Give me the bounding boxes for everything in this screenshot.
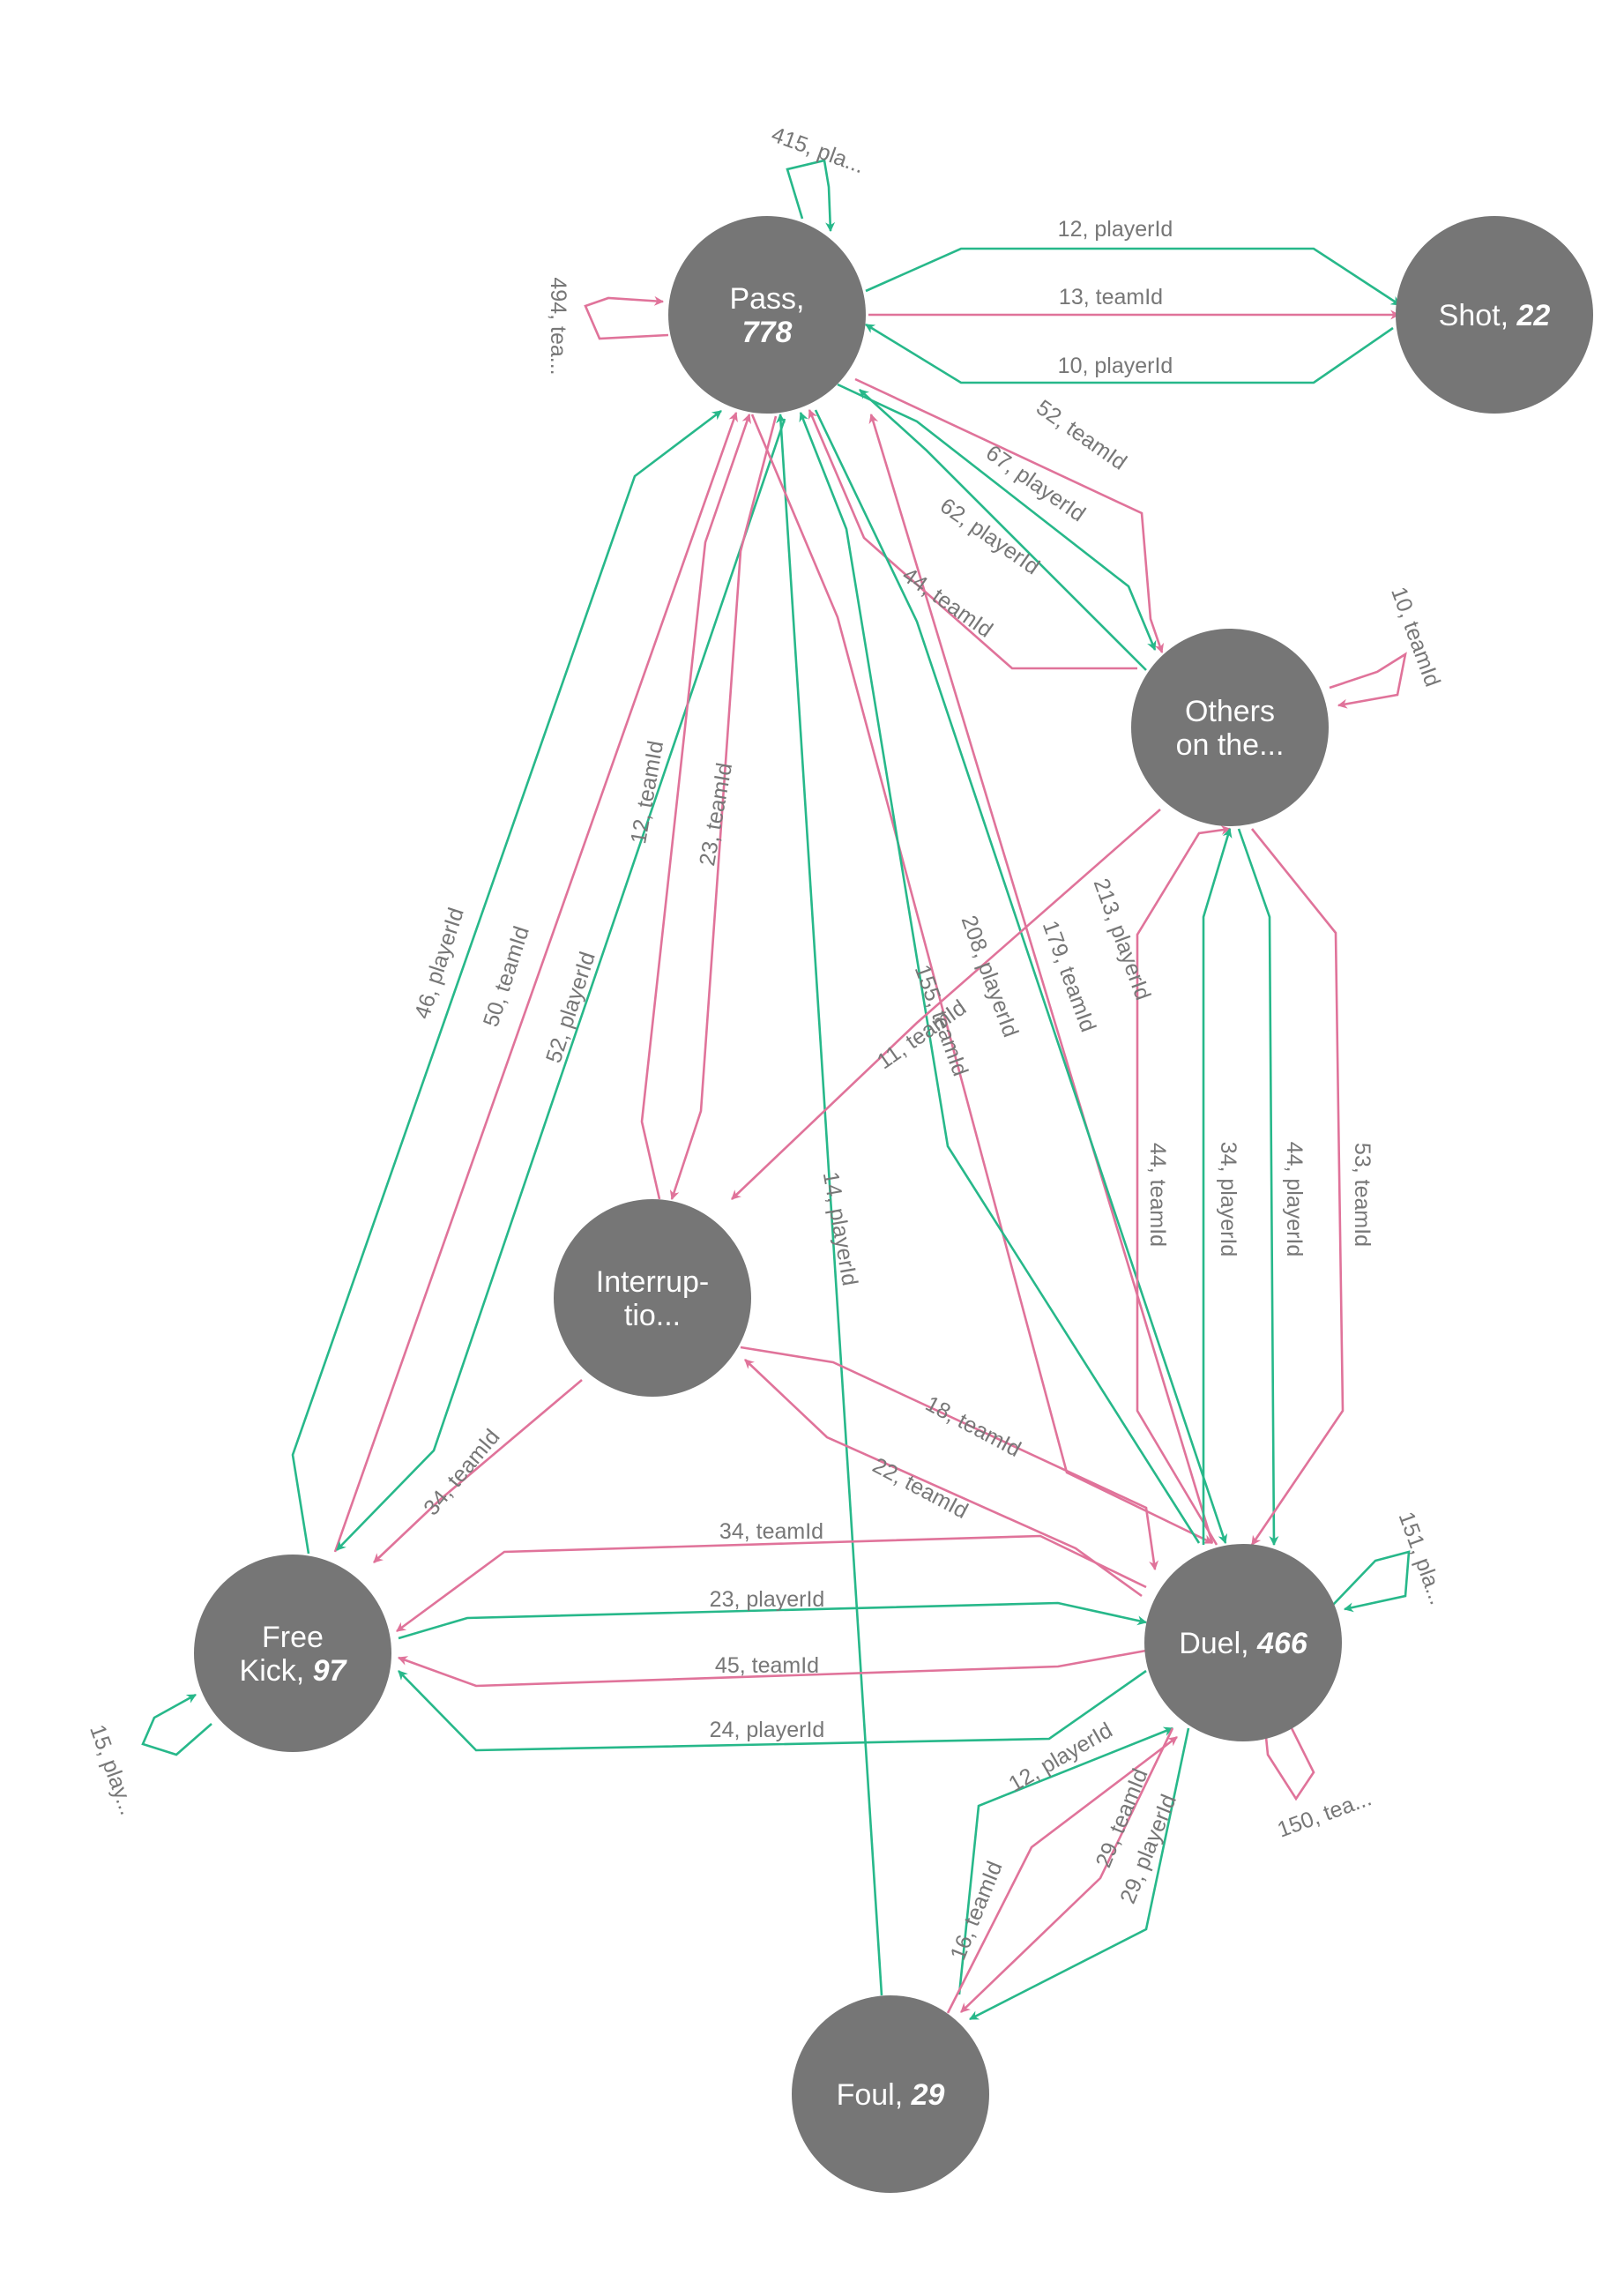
edge-duel-to-foul-teamid (960, 1727, 1174, 2013)
edge-pass-to-freekick-playerid (336, 418, 786, 1551)
edge-label: 12, playerId (1058, 217, 1173, 242)
edge-interruption-to-duel-teamid (740, 1346, 1159, 1571)
edge-label: 34, teamId (419, 1425, 504, 1520)
edge-others-to-pass-playerid (859, 389, 1147, 671)
edge-label: 50, teamId (479, 923, 534, 1030)
node-duel[interactable]: Duel, 466 (1144, 1544, 1342, 1741)
edge-shot-to-pass-playerid (865, 323, 1394, 384)
edge-label: 415, pla... (768, 123, 868, 179)
edge-duel-to-freekick-playerid (398, 1669, 1147, 1752)
node-pass[interactable]: Pass,778 (668, 216, 866, 414)
node-label: Duel, 466 (1179, 1627, 1308, 1660)
edge-freekick-to-freekick-playerid (141, 1693, 212, 1756)
edge-freekick-to-duel-playerid (398, 1601, 1148, 1640)
edge-pass-to-duel-teamid (750, 414, 1213, 1545)
edge-label: 22, teamId (868, 1453, 972, 1524)
edge-others-to-pass-teamid (808, 408, 1137, 670)
edge-duel-to-freekick-teamid (396, 1534, 1147, 1633)
edge-foul-to-duel-teamid (946, 1735, 1178, 2014)
edge-duel-to-pass-playerid (799, 411, 1201, 1544)
edge-others-to-duel-teamid (1250, 828, 1345, 1546)
edge-pass-to-duel-playerid (814, 409, 1228, 1545)
node-circle[interactable] (1144, 1544, 1342, 1741)
edge-duel-to-foul-playerid (969, 1727, 1190, 2021)
edge-label: 208, playerId (957, 913, 1024, 1040)
edge-label: 44, teamId (898, 563, 997, 643)
edge-label: 13, teamId (1059, 285, 1163, 309)
edge-duel-to-others-teamid (1136, 824, 1232, 1546)
edge-label: 14, playerId (818, 1170, 862, 1288)
edge-pass-to-shot-playerid (865, 247, 1401, 307)
edge-label: 18, teamId (921, 1391, 1024, 1462)
edge-label: 24, playerId (710, 1718, 825, 1742)
edge-label: 179, teamId (1038, 917, 1100, 1035)
edges-layer (141, 159, 1411, 2021)
edge-pass-to-pass-playerid (786, 159, 836, 233)
edge-pass-to-others-teamid (854, 377, 1164, 654)
node-circle[interactable] (1131, 629, 1329, 826)
edge-label: 10, teamId (1386, 584, 1445, 690)
edge-label: 23, playerId (710, 1587, 825, 1612)
edge-label: 62, playerId (935, 494, 1044, 580)
edge-label: 150, tea... (1274, 1786, 1374, 1842)
edge-label: 34, teamId (719, 1519, 823, 1544)
edge-label: 23, teamId (695, 761, 737, 868)
edge-label: 10, playerId (1058, 354, 1173, 378)
node-label: Pass,778 (729, 282, 804, 349)
edge-others-to-others-teamid (1329, 652, 1407, 709)
edge-pass-to-others-playerid (837, 383, 1157, 652)
edge-pass-to-pass-teamid (584, 295, 669, 340)
edge-label: 494, tea... (546, 277, 570, 375)
edge-label: 15, play... (85, 1721, 140, 1818)
edge-label: 44, teamId (1145, 1143, 1170, 1247)
node-interruption[interactable]: Interrup-tio... (554, 1199, 751, 1397)
edge-duel-to-interruption-teamid (744, 1359, 1143, 1598)
node-shot[interactable]: Shot, 22 (1396, 216, 1593, 414)
node-circle[interactable] (668, 216, 866, 414)
edge-duel-to-others-playerid (1202, 827, 1233, 1545)
edge-duel-to-freekick-teamid (397, 1649, 1147, 1688)
edge-freekick-to-pass-playerid (291, 409, 722, 1555)
edge-label: 16, teamId (945, 1858, 1007, 1964)
edge-others-to-duel-playerid (1237, 828, 1279, 1547)
edge-label: 151, pla... (1394, 1509, 1450, 1608)
node-label: Foul, 29 (837, 2078, 945, 2112)
edge-label: 44, playerId (1282, 1142, 1307, 1257)
node-label: Interrup-tio... (596, 1265, 710, 1332)
edge-foul-to-duel-playerid (957, 1726, 1174, 1995)
edge-interruption-to-freekick-teamid (373, 1379, 583, 1563)
node-circle[interactable] (792, 1995, 989, 2193)
edge-duel-to-duel-playerid (1332, 1550, 1411, 1613)
edge-duel-to-pass-teamid (868, 413, 1214, 1544)
edge-label: 34, playerId (1216, 1142, 1240, 1257)
edge-label: 45, teamId (715, 1653, 819, 1678)
edge-label: 12, teamId (626, 739, 668, 846)
edge-others-to-interruption-teamid (731, 809, 1161, 1200)
edge-foul-to-pass-playerid (776, 413, 883, 1996)
edge-label: 46, playerId (410, 905, 469, 1022)
edge-label: 52, teamId (1032, 395, 1131, 475)
node-foul[interactable]: Foul, 29 (792, 1995, 989, 2193)
edge-label: 213, playerId (1089, 876, 1156, 1003)
edge-pass-to-interruption-teamid (669, 415, 778, 1201)
node-circle[interactable] (194, 1555, 391, 1752)
edge-interruption-to-pass-teamid (640, 413, 751, 1200)
node-circle[interactable] (554, 1199, 751, 1397)
node-label: Shot, 22 (1439, 299, 1551, 332)
edge-duel-to-duel-teamid (1261, 1726, 1315, 1801)
node-circle[interactable] (1396, 216, 1593, 414)
edge-freekick-to-pass-teamid (333, 411, 738, 1553)
edge-label: 53, teamId (1350, 1143, 1374, 1247)
